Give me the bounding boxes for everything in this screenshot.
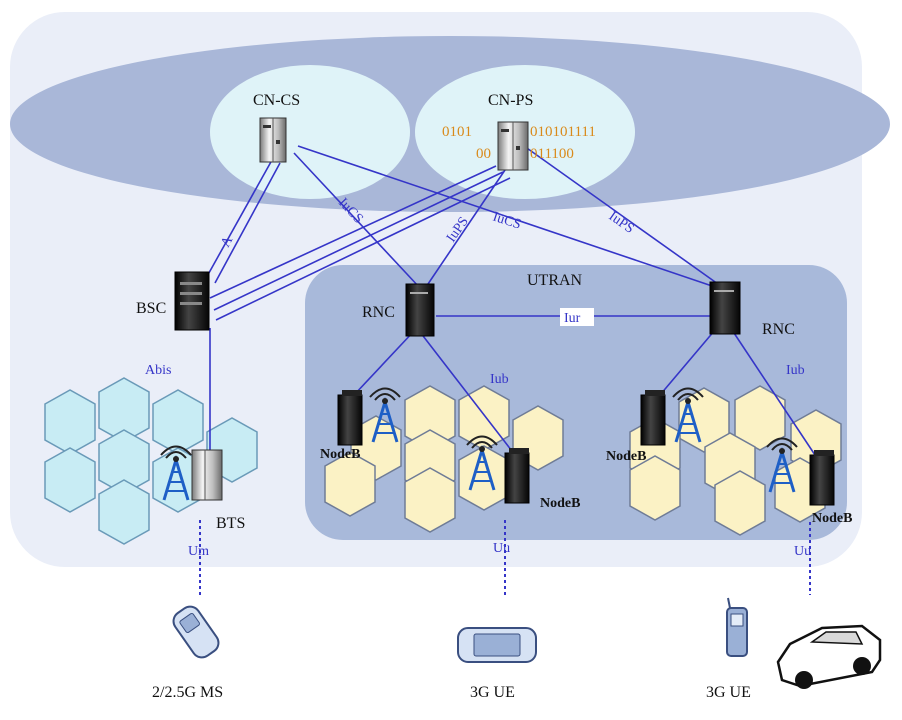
binary-stream: 0101 010101111 00 011100 (442, 124, 596, 162)
binary-line2-left: 00 (476, 146, 491, 162)
binary-line1-right: 010101111 (530, 124, 596, 140)
nodeb-1-rack-icon (337, 389, 363, 446)
utran-label: UTRAN (527, 272, 583, 289)
car-icon (776, 624, 882, 689)
interface-abis-label: Abis (145, 363, 171, 378)
nodeb-4-label: NodeB (812, 511, 852, 526)
radio-links (199, 520, 811, 595)
interface-iub-right-label: Iub (786, 363, 805, 378)
interface-iub-left-label: Iub (490, 372, 509, 387)
binary-line1-left: 0101 (442, 124, 472, 140)
interface-iur-label: Iur (564, 311, 581, 326)
nodeb-2-label: NodeB (540, 496, 580, 511)
rnc-right-icon (709, 281, 741, 335)
rnc-left-label: RNC (362, 304, 395, 321)
cn-ps-server-icon (497, 121, 529, 171)
mobile-phone-icon (172, 605, 220, 659)
nodeb-1-label: NodeB (320, 447, 360, 462)
binary-line2-right: 011100 (530, 146, 574, 162)
cn-ps-label: CN-PS (488, 92, 533, 109)
network-links (204, 145, 816, 456)
rnc-right-label: RNC (762, 321, 795, 338)
handset-icon (726, 597, 748, 657)
nodeb-3-label: NodeB (606, 449, 646, 464)
cn-cs-label: CN-CS (253, 92, 300, 109)
interface-iur-box (560, 308, 594, 326)
rnc-left-icon (405, 283, 435, 337)
cn-cs-domain (210, 65, 410, 199)
interface-um-label: Um (188, 544, 209, 559)
bts-rack-icon (191, 449, 223, 501)
bsc-icon (174, 271, 210, 331)
interface-uu-left-label: Uu (493, 541, 510, 556)
cn-cs-server-icon (259, 117, 287, 163)
nodeb-2-rack-icon (504, 447, 530, 504)
bts-label: BTS (216, 515, 245, 532)
nodeb-3-rack-icon (640, 389, 666, 446)
ms-label: 2/2.5G MS (152, 684, 223, 701)
interface-uu-right-label: Uu (794, 544, 811, 559)
bsc-label: BSC (136, 300, 166, 317)
ue-right-label: 3G UE (706, 684, 751, 701)
ue-left-label: 3G UE (470, 684, 515, 701)
pda-icon (457, 627, 537, 663)
nodeb-4-rack-icon (809, 449, 835, 506)
